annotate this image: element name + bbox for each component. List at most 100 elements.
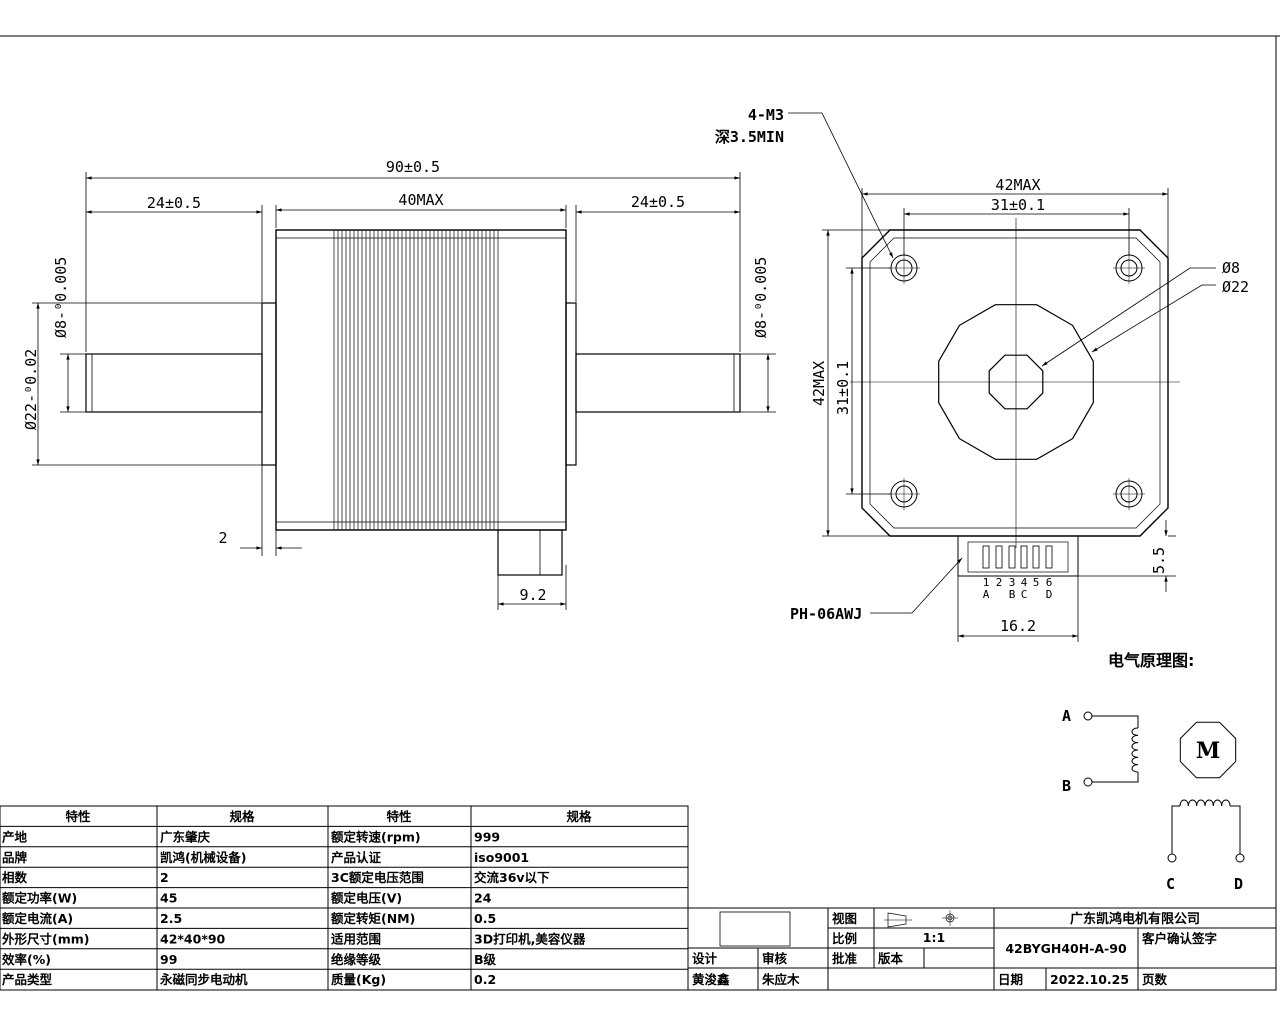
spec-header: 特性 — [386, 809, 412, 824]
connector-model-label: PH-06AWJ — [790, 605, 862, 623]
spec-cell: 99 — [160, 952, 177, 967]
approve-label: 批准 — [832, 951, 858, 966]
spec-cell: 交流36v以下 — [474, 870, 550, 885]
motor-face — [861, 229, 1169, 537]
connector-offset-label: 5.5 — [1150, 547, 1168, 574]
terminal-b: B — [1062, 777, 1071, 795]
design-label: 设计 — [692, 951, 718, 966]
electrical-schematic: 电气原理图: M A B C D — [1062, 651, 1245, 893]
hole-note-line1: 4-M3 — [748, 106, 784, 124]
pin-number: 3 — [1009, 576, 1016, 589]
motor-symbol-outline — [1179, 721, 1237, 779]
spec-cell: 2 — [160, 870, 169, 885]
hole-spacing-v-label: 31±0.1 — [834, 361, 852, 415]
schematic-title: 电气原理图: — [1108, 651, 1194, 670]
front-dimension-labels: 90±0.5 24±0.5 40MAX 24±0.5 Ø8-⁰0.005 Ø22… — [22, 158, 770, 604]
right-shaft-dia-label: Ø8-⁰0.005 — [752, 257, 770, 338]
connector-end — [957, 535, 1079, 577]
end-dimensions — [788, 112, 1216, 642]
connector-side — [497, 529, 563, 576]
spec-cell: 3C额定电压范围 — [331, 870, 424, 885]
right-shaft — [575, 353, 741, 413]
spec-cell: 绝缘等级 — [331, 952, 382, 967]
spec-cell: 永磁同步电动机 — [159, 972, 248, 987]
right-boss — [565, 302, 577, 466]
shaft-dia-label: Ø8 — [1222, 259, 1240, 277]
scale-value: 1:1 — [923, 930, 945, 945]
view-label: 视图 — [832, 911, 857, 926]
pin-number: 2 — [996, 576, 1003, 589]
end-view — [850, 218, 1180, 577]
body-length-label: 40MAX — [398, 191, 443, 209]
company-name: 广东凯鸿电机有限公司 — [1070, 911, 1200, 927]
spec-cell: 额定功率(W) — [2, 891, 77, 906]
front-view — [85, 229, 741, 576]
connector-pin — [1008, 545, 1016, 569]
shaft-outline — [988, 354, 1044, 410]
motor-body — [275, 229, 567, 531]
designer-name: 黄浚鑫 — [692, 972, 730, 987]
connector-height-label: 9.2 — [519, 586, 546, 604]
end-dimension-labels: 4-M3 深3.5MIN 42MAX 31±0.1 42MAX 31±0.1 Ø… — [715, 106, 1249, 635]
date-label: 日期 — [998, 972, 1023, 987]
spec-cell: 额定转矩(NM) — [331, 911, 415, 926]
boss-dia-label: Ø22-⁰0.02 — [22, 349, 40, 430]
right-shaft-length-label: 24±0.5 — [631, 193, 685, 211]
left-shaft — [85, 353, 263, 413]
spec-cell: 额定电压(V) — [331, 891, 402, 906]
cooling-fins — [333, 230, 499, 530]
height-max-label: 42MAX — [810, 361, 828, 406]
pin-phase: D — [1046, 588, 1053, 601]
boss-height-label: 2 — [218, 529, 227, 547]
spec-cell: 产地 — [2, 829, 28, 844]
model-number: 42BYGH40H-A-90 — [1005, 941, 1127, 956]
spec-cell: 45 — [160, 891, 177, 906]
spec-cell: 额定转速(rpm) — [331, 829, 421, 844]
spec-cell: 适用范围 — [331, 931, 381, 946]
pin-phase: A — [983, 588, 990, 601]
page-label: 页数 — [1142, 972, 1168, 987]
pin-phase: C — [1021, 588, 1028, 601]
review-label: 审核 — [762, 951, 788, 966]
spec-cell: 品牌 — [2, 850, 28, 865]
front-dimensions — [32, 172, 776, 610]
spec-cell: 42*40*90 — [160, 931, 226, 946]
width-max-label: 42MAX — [995, 176, 1040, 194]
spec-cell: 凯鸿(机械设备) — [160, 850, 246, 865]
scale-label: 比例 — [832, 931, 857, 946]
spec-cell: 产品认证 — [331, 850, 382, 865]
spec-cell: 广东肇庆 — [160, 829, 211, 844]
customer-confirm-label: 客户确认签字 — [1141, 931, 1217, 946]
connector-width-label: 16.2 — [1000, 617, 1036, 635]
left-shaft-length-label: 24±0.5 — [147, 194, 201, 212]
left-boss — [261, 302, 277, 466]
spec-header: 特性 — [65, 809, 91, 824]
pin-number: 1 — [983, 576, 990, 589]
spec-cell: 24 — [474, 891, 492, 906]
spec-cell: 3D打印机,美容仪器 — [474, 931, 586, 946]
left-shaft-dia-label: Ø8-⁰0.005 — [52, 257, 70, 338]
version-label: 版本 — [878, 951, 904, 966]
connector-pin — [995, 545, 1003, 569]
spec-cell: iso9001 — [474, 850, 529, 865]
title-block: 视图 比例 1:1 设计 审核 批准 版本 黄浚鑫 朱应木 广东凯鸿电机有限公司… — [687, 907, 1277, 991]
spec-table: 特性规格特性规格产地广东肇庆额定转速(rpm)999品牌凯鸿(机械设备)产品认证… — [0, 805, 689, 991]
connector-pin — [1045, 545, 1053, 569]
spec-cell: B级 — [474, 952, 497, 967]
pin-phase: B — [1009, 588, 1016, 601]
pin-number: 4 — [1021, 576, 1028, 589]
boss-dia-label-end: Ø22 — [1222, 278, 1249, 296]
terminal-d: D — [1234, 875, 1243, 893]
spec-cell: 效率(%) — [2, 952, 51, 967]
overall-length-label: 90±0.5 — [386, 158, 440, 176]
connector-pin — [1020, 545, 1028, 569]
spec-cell: 相数 — [2, 870, 28, 885]
spec-cell: 0.5 — [474, 911, 496, 926]
pin-number: 5 — [1033, 576, 1040, 589]
hole-note-line2: 深3.5MIN — [715, 128, 784, 146]
motor-symbol: M — [1196, 738, 1220, 764]
spec-header: 规格 — [229, 809, 255, 824]
boss-outline — [938, 304, 1094, 460]
terminal-a: A — [1062, 707, 1071, 725]
